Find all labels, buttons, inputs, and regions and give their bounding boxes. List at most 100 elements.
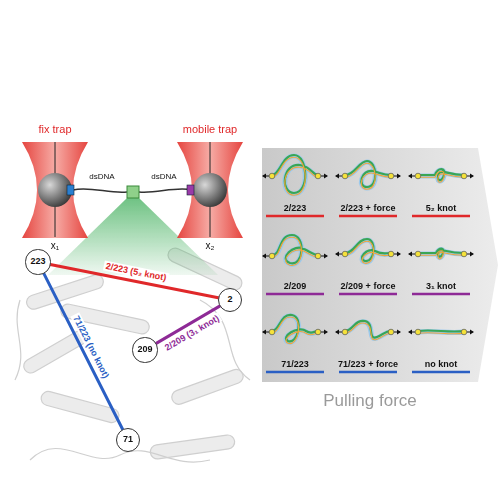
knot-cells — [262, 155, 474, 372]
pull-arrowhead — [335, 330, 339, 335]
distance-label: 2/223 (5₂ knot) — [103, 261, 169, 284]
knot-drawing — [262, 155, 328, 195]
pull-arrowhead — [335, 174, 339, 179]
residue-number: 223 — [30, 257, 45, 267]
chain-ribbon — [345, 239, 391, 261]
residue-circle: 209 — [132, 337, 157, 362]
row-underline — [339, 215, 397, 218]
terminus-dot — [342, 173, 348, 179]
position-label: x₁ — [51, 240, 59, 252]
chain-ribbon — [272, 235, 318, 263]
residue-number: 71 — [123, 435, 133, 445]
row-underline — [339, 293, 397, 296]
bead-linker — [187, 185, 194, 195]
position-label: x₂ — [206, 240, 215, 252]
pull-arrowhead — [262, 174, 266, 179]
row-underline — [266, 293, 324, 296]
terminus-dot — [461, 173, 467, 179]
residue-circle: 223 — [25, 249, 50, 274]
protein-structure — [15, 246, 250, 462]
pull-arrowhead — [324, 254, 328, 259]
condition-label: 2/223 + force — [341, 203, 396, 213]
condition-label: no knot — [425, 359, 458, 369]
knot-drawing — [408, 249, 474, 259]
chain-ribbon — [272, 155, 318, 193]
knot-drawing — [408, 169, 474, 182]
bead-linker — [67, 185, 74, 195]
distance-label: 71/223 (no knot) — [70, 312, 112, 381]
pull-arrowhead — [470, 252, 474, 257]
mobile-trap-beam — [177, 142, 243, 238]
row-underline — [266, 215, 324, 218]
condition-label: 2/209 — [284, 281, 307, 291]
condition-label: 71/223 — [281, 359, 309, 369]
pull-arrowhead — [397, 252, 401, 257]
terminus-dot — [315, 329, 321, 335]
knot-drawing — [335, 321, 401, 340]
condition-label: 5₂ knot — [426, 203, 457, 213]
chain-ribbon — [418, 251, 464, 259]
residue-circle: 71 — [116, 428, 140, 452]
chain-ribbon — [272, 316, 318, 343]
chain-ribbon — [418, 330, 464, 331]
dna-label: dsDNA — [151, 172, 176, 181]
pull-arrowhead — [324, 330, 328, 335]
protein-marker — [127, 186, 139, 198]
chain-ribbon — [345, 241, 391, 263]
knot-drawing — [408, 329, 474, 335]
condition-label: 3₁ knot — [426, 281, 456, 291]
trap-label: mobile trap — [183, 123, 237, 136]
row-underline — [339, 371, 397, 374]
trap-label: fix trap — [38, 123, 71, 136]
chain-ribbon — [272, 317, 318, 344]
dna-label: dsDNA — [89, 172, 114, 181]
chain-ribbon — [418, 333, 464, 334]
pull-arrowhead — [408, 174, 412, 179]
condition-label: 2/223 — [284, 203, 307, 213]
residue-number: 209 — [137, 345, 152, 355]
chain-ribbon — [345, 163, 391, 189]
pull-arrowhead — [262, 330, 266, 335]
bead — [193, 173, 227, 207]
row-underline — [412, 215, 470, 218]
terminus-dot — [269, 173, 275, 179]
pull-arrowhead — [397, 330, 401, 335]
pull-arrowhead — [470, 330, 474, 335]
chain-ribbon — [345, 240, 391, 262]
knot-drawing — [335, 161, 401, 189]
chain-ribbon — [272, 157, 318, 195]
terminus-dot — [342, 251, 348, 257]
residue-circle: 2 — [218, 288, 242, 312]
pull-arrowhead — [408, 252, 412, 257]
row-underline — [412, 371, 470, 374]
chain-ribbon — [272, 156, 318, 194]
chain-ribbon — [418, 171, 464, 182]
axis-caption: Pulling force — [323, 391, 417, 411]
terminus-dot — [342, 329, 348, 335]
row-underline — [266, 371, 324, 374]
pull-arrowhead — [470, 174, 474, 179]
terminus-dot — [388, 329, 394, 335]
condition-label: 71/223 + force — [338, 359, 398, 369]
terminus-dot — [269, 253, 275, 259]
chain-ribbon — [272, 237, 318, 265]
pull-arrowhead — [335, 252, 339, 257]
pull-arrowhead — [397, 174, 401, 179]
terminus-dot — [388, 251, 394, 257]
terminus-dot — [388, 173, 394, 179]
knot-drawing — [335, 239, 401, 263]
pull-arrowhead — [408, 330, 412, 335]
residue-number: 2 — [227, 295, 232, 305]
fixed-trap-beam — [22, 142, 88, 238]
terminus-dot — [415, 251, 421, 257]
terminus-dot — [415, 329, 421, 335]
dna-handle — [73, 189, 127, 192]
distance-line — [44, 273, 123, 429]
distance-label: 2/209 (3₁ knot) — [162, 312, 223, 354]
terminus-dot — [461, 329, 467, 335]
knot-drawing — [262, 315, 328, 344]
